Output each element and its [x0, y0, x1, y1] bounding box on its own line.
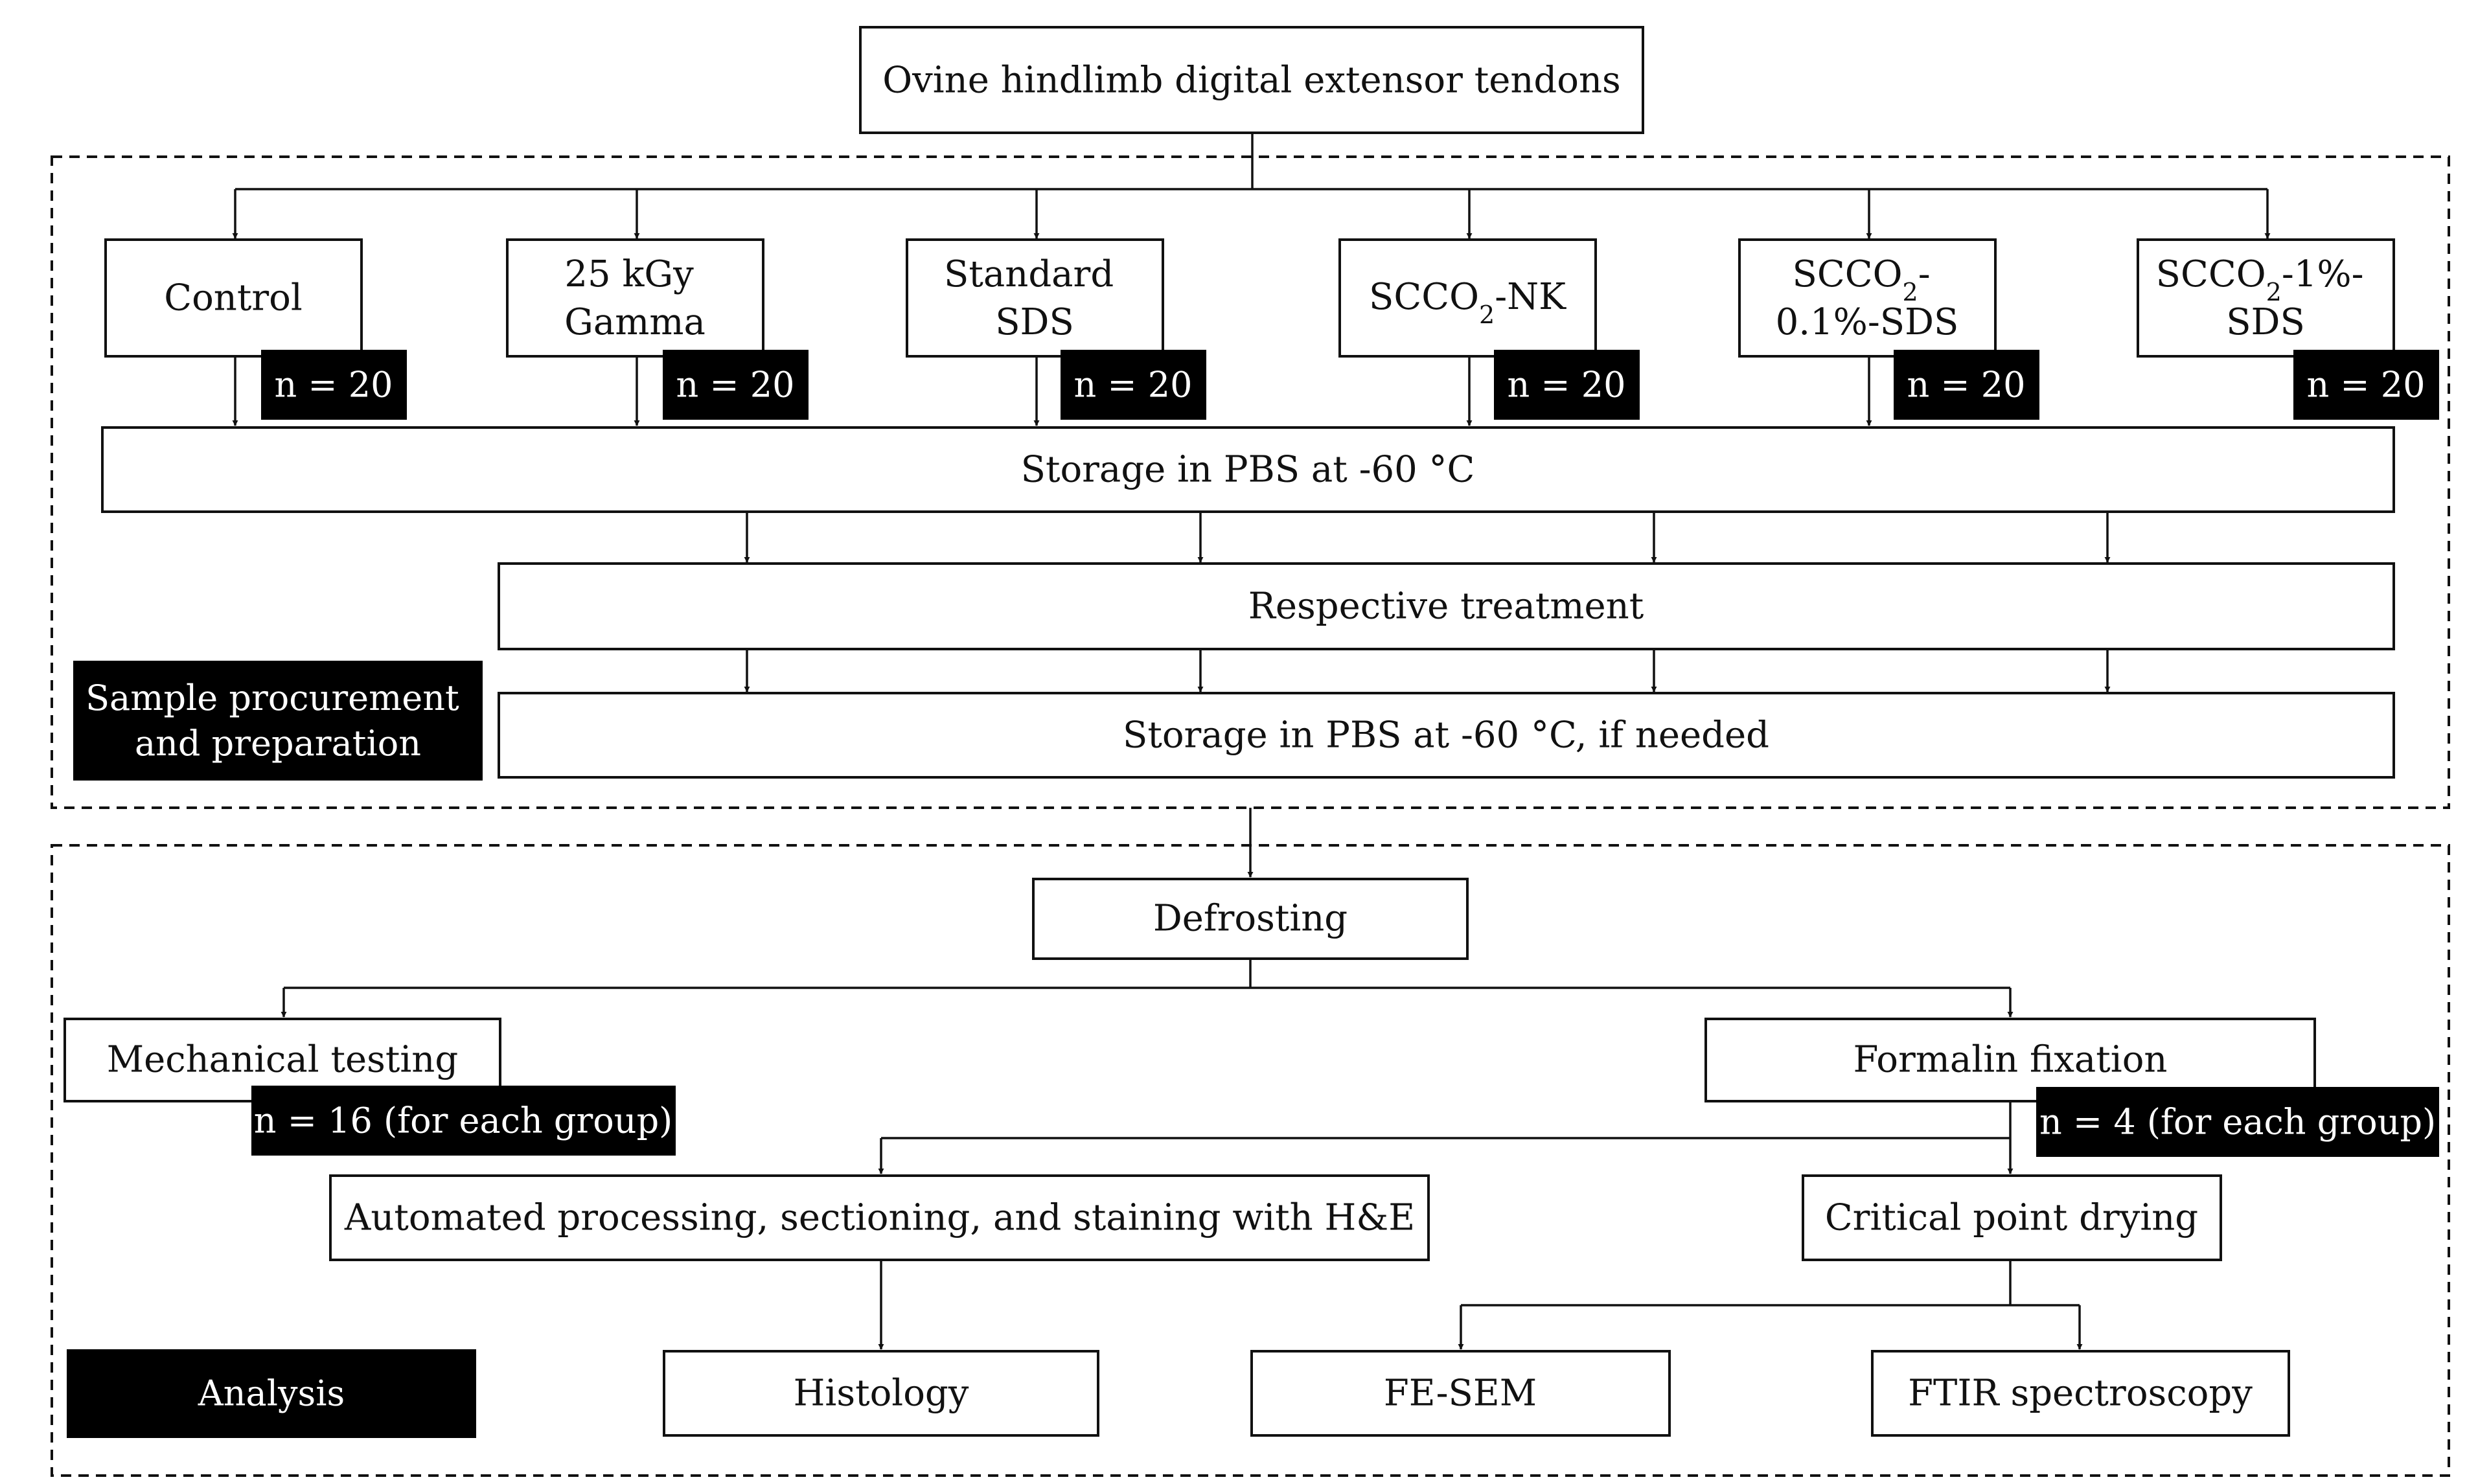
svg-text:n = 16 (for each group): n = 16 (for each group): [254, 1101, 672, 1141]
critical-point-drying-label: Critical point drying: [1825, 1197, 2198, 1239]
storage-if-needed-node: Storage in PBS at -60 °C, if needed: [498, 692, 2395, 779]
group-label: Standard SDS: [944, 253, 1125, 343]
group-count-badge: n = 20: [1061, 350, 1206, 420]
formalin-count-badge: n = 4 (for each group): [2036, 1087, 2439, 1157]
automated-processing-node: Automated processing, sectioning, and st…: [329, 1174, 1430, 1261]
svg-text:n = 20: n = 20: [1907, 365, 2025, 405]
fe-sem-label: FE-SEM: [1384, 1373, 1537, 1415]
group-label: 25 kGy Gamma: [564, 253, 706, 343]
defrosting-node: Defrosting: [1032, 878, 1469, 960]
automated-processing-label: Automated processing, sectioning, and st…: [344, 1197, 1415, 1239]
group-node-scco2-nk: SCCO2-NK: [1338, 238, 1597, 358]
treatment-label: Respective treatment: [1248, 586, 1644, 628]
histology-node: Histology: [663, 1350, 1099, 1437]
group-count-badge: n = 20: [1494, 350, 1640, 420]
treatment-node: Respective treatment: [498, 562, 2395, 650]
formalin-fixation-label: Formalin fixation: [1853, 1039, 2168, 1081]
storage-label: Storage in PBS at -60 °C: [1021, 449, 1475, 491]
fe-sem-node: FE-SEM: [1250, 1350, 1671, 1437]
svg-text:n = 4 (for each group): n = 4 (for each group): [2039, 1102, 2436, 1143]
svg-text:n = 20: n = 20: [676, 365, 794, 405]
critical-point-drying-node: Critical point drying: [1802, 1174, 2222, 1261]
ftir-label: FTIR spectroscopy: [1908, 1373, 2253, 1415]
section-label-analysis: Analysis: [67, 1349, 476, 1438]
svg-text:n = 20: n = 20: [274, 365, 393, 405]
group-node-scco2-1-sds: SCCO2-1%- SDS: [2137, 238, 2395, 358]
ftir-node: FTIR spectroscopy: [1871, 1350, 2290, 1437]
group-count-badge: n = 20: [1894, 350, 2039, 420]
storage-if-needed-label: Storage in PBS at -60 °C, if needed: [1123, 714, 1769, 757]
group-count-badge: n = 20: [663, 350, 809, 420]
svg-text:n = 20: n = 20: [2306, 365, 2425, 405]
section-label-text: Sample procurement and preparation: [86, 678, 470, 764]
svg-text:n = 20: n = 20: [1507, 365, 1625, 405]
histology-label: Histology: [794, 1373, 969, 1415]
group-node-scco2-0-1-sds: SCCO2- 0.1%-SDS: [1738, 238, 1997, 358]
defrosting-label: Defrosting: [1153, 898, 1348, 940]
mechanical-count-badge: n = 16 (for each group): [251, 1086, 676, 1156]
group-node-standard-sds: Standard SDS: [906, 238, 1164, 358]
svg-text:n = 20: n = 20: [1073, 365, 1192, 405]
group-label: Control: [164, 277, 303, 319]
section-label-text: Analysis: [198, 1373, 345, 1414]
storage-node: Storage in PBS at -60 °C: [101, 426, 2395, 513]
section-label-preparation: Sample procurement and preparation: [73, 661, 483, 781]
source-node: Ovine hindlimb digital extensor tendons: [859, 26, 1644, 134]
group-count-badge: n = 20: [261, 350, 407, 420]
group-node-gamma: 25 kGy Gamma: [506, 238, 764, 358]
connectors: [232, 133, 2271, 1350]
section-frame-preparation: [51, 155, 2450, 809]
source-label: Ovine hindlimb digital extensor tendons: [882, 60, 1621, 102]
group-node-control: Control: [104, 238, 363, 358]
mechanical-testing-label: Mechanical testing: [107, 1039, 458, 1081]
mechanical-testing-node: Mechanical testing: [63, 1018, 501, 1102]
group-count-badge: n = 20: [2293, 350, 2439, 420]
